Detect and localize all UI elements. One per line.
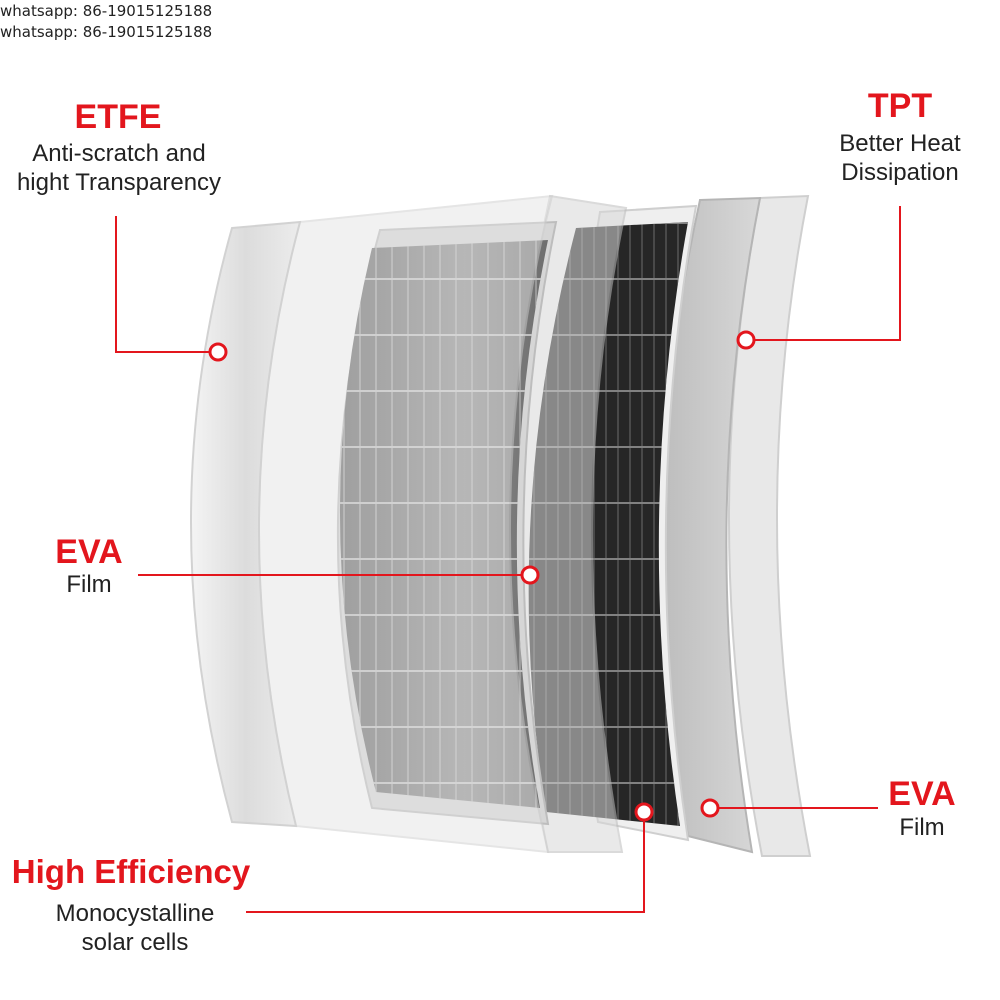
marker-dots	[208, 330, 756, 822]
high-efficiency-desc-line-2: solar cells	[81, 928, 189, 956]
leader-line-etfe	[115, 216, 218, 353]
tpt-desc-line-2: Dissipation	[841, 158, 959, 186]
eva-right-description: Film	[874, 814, 970, 843]
tpt-description: Better Heat Dissipation	[820, 130, 980, 188]
dot-tpt	[736, 330, 756, 350]
eva-left-desc-line-1: Film	[66, 571, 112, 598]
leader-line-tpt	[746, 206, 901, 341]
eva-right-title: EVA	[888, 775, 956, 813]
high-efficiency-desc-line-1: Monocystalline	[55, 900, 215, 927]
eva-right-desc-line-1: Film	[899, 814, 945, 841]
eva-left-description: Film	[40, 571, 138, 600]
dot-eva-right	[700, 798, 720, 818]
watermark-line-2: whatsapp: 86-19015125188	[0, 23, 213, 41]
etfe-desc-line-2: hight Transparency	[16, 168, 222, 196]
leader-lines	[115, 206, 901, 913]
eva-left-title: EVA	[55, 533, 123, 571]
high-efficiency-title: High Efficiency	[11, 853, 251, 890]
watermark-line-1: whatsapp: 86-19015125188	[0, 2, 213, 20]
etfe-back-sheet	[257, 194, 554, 854]
etfe-title: ETFE	[74, 98, 162, 136]
dot-eva-left	[520, 565, 540, 585]
high-efficiency-description: Monocystalline solar cells	[20, 900, 250, 958]
tpt-title: TPT	[867, 87, 933, 125]
dot-high-efficiency	[634, 802, 654, 822]
dot-etfe	[208, 342, 228, 362]
etfe-description: Anti-scratch and hight Transparency	[5, 140, 233, 198]
etfe-front-sheet	[190, 220, 302, 828]
tpt-desc-line-1: Better Heat	[839, 130, 961, 157]
tpt-back-layer	[728, 194, 812, 857]
leader-line-high-efficiency	[246, 812, 645, 913]
etfe-desc-line-1: Anti-scratch and	[32, 140, 206, 167]
